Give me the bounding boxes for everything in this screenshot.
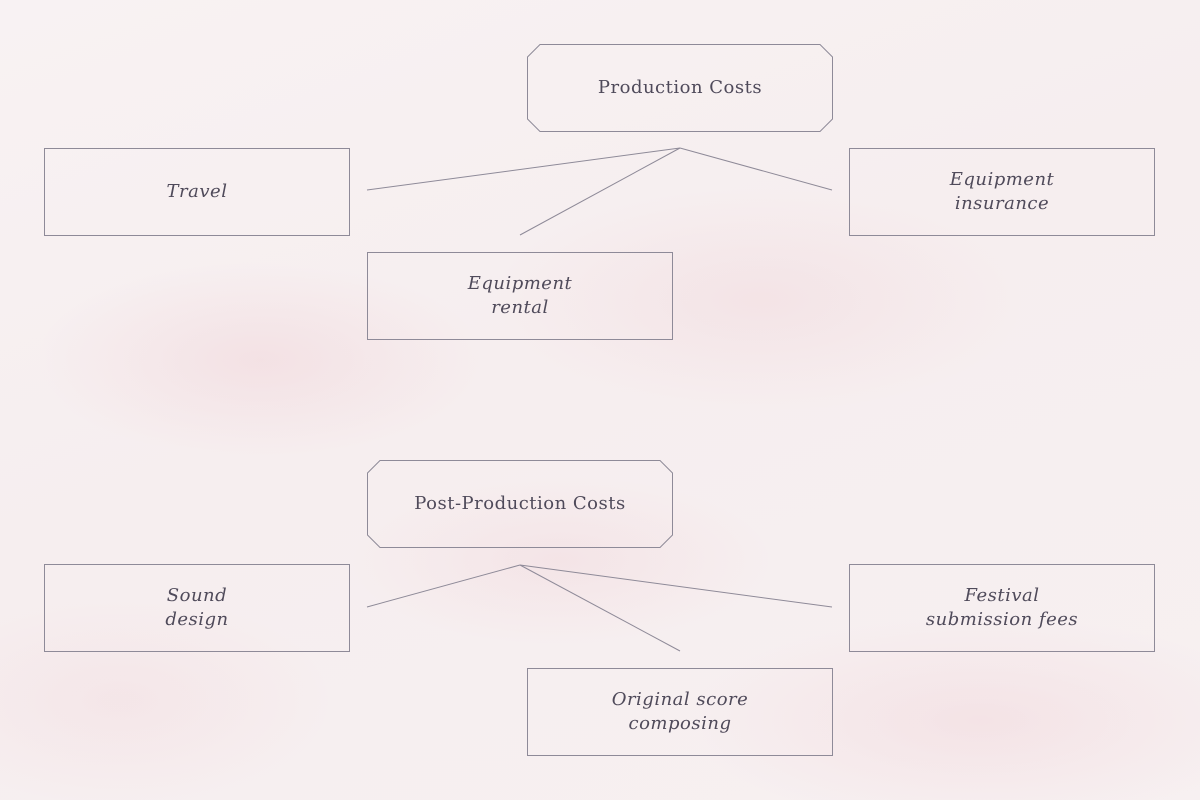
production-costs-frame: [527, 44, 833, 132]
production-costs-title: Production Costs: [597, 77, 763, 98]
post-production-costs-node: Post-Production Costs: [367, 460, 673, 548]
sound-design-label: Sound design: [165, 585, 229, 630]
equipment-insurance-node: Equipment insurance: [849, 148, 1155, 236]
original-score-composing-label: Original score composing: [611, 689, 749, 734]
equipment-rental-node: Equipment rental: [367, 252, 673, 340]
equipment-insurance-label: Equipment insurance: [949, 169, 1055, 214]
travel-label: Travel: [166, 181, 228, 202]
equipment-rental-label: Equipment rental: [467, 273, 573, 318]
festival-submission-fees-label: Festival submission fees: [925, 585, 1079, 630]
travel-node: Travel: [44, 148, 350, 236]
connector-postproduction-sound-design: [366, 564, 521, 608]
connector-postproduction-original-score: [519, 564, 681, 652]
connector-production-travel: [366, 147, 681, 191]
connector-postproduction-festival-fees: [519, 564, 833, 608]
connector-production-equipment-insurance: [679, 147, 833, 191]
original-score-composing-node: Original score composing: [527, 668, 833, 756]
sound-design-node: Sound design: [44, 564, 350, 652]
production-costs-node: Production Costs: [527, 44, 833, 132]
festival-submission-fees-node: Festival submission fees: [849, 564, 1155, 652]
connector-production-equipment-rental: [519, 147, 681, 236]
post-production-costs-title: Post-Production Costs: [414, 493, 626, 514]
post-production-costs-frame: [367, 460, 673, 548]
